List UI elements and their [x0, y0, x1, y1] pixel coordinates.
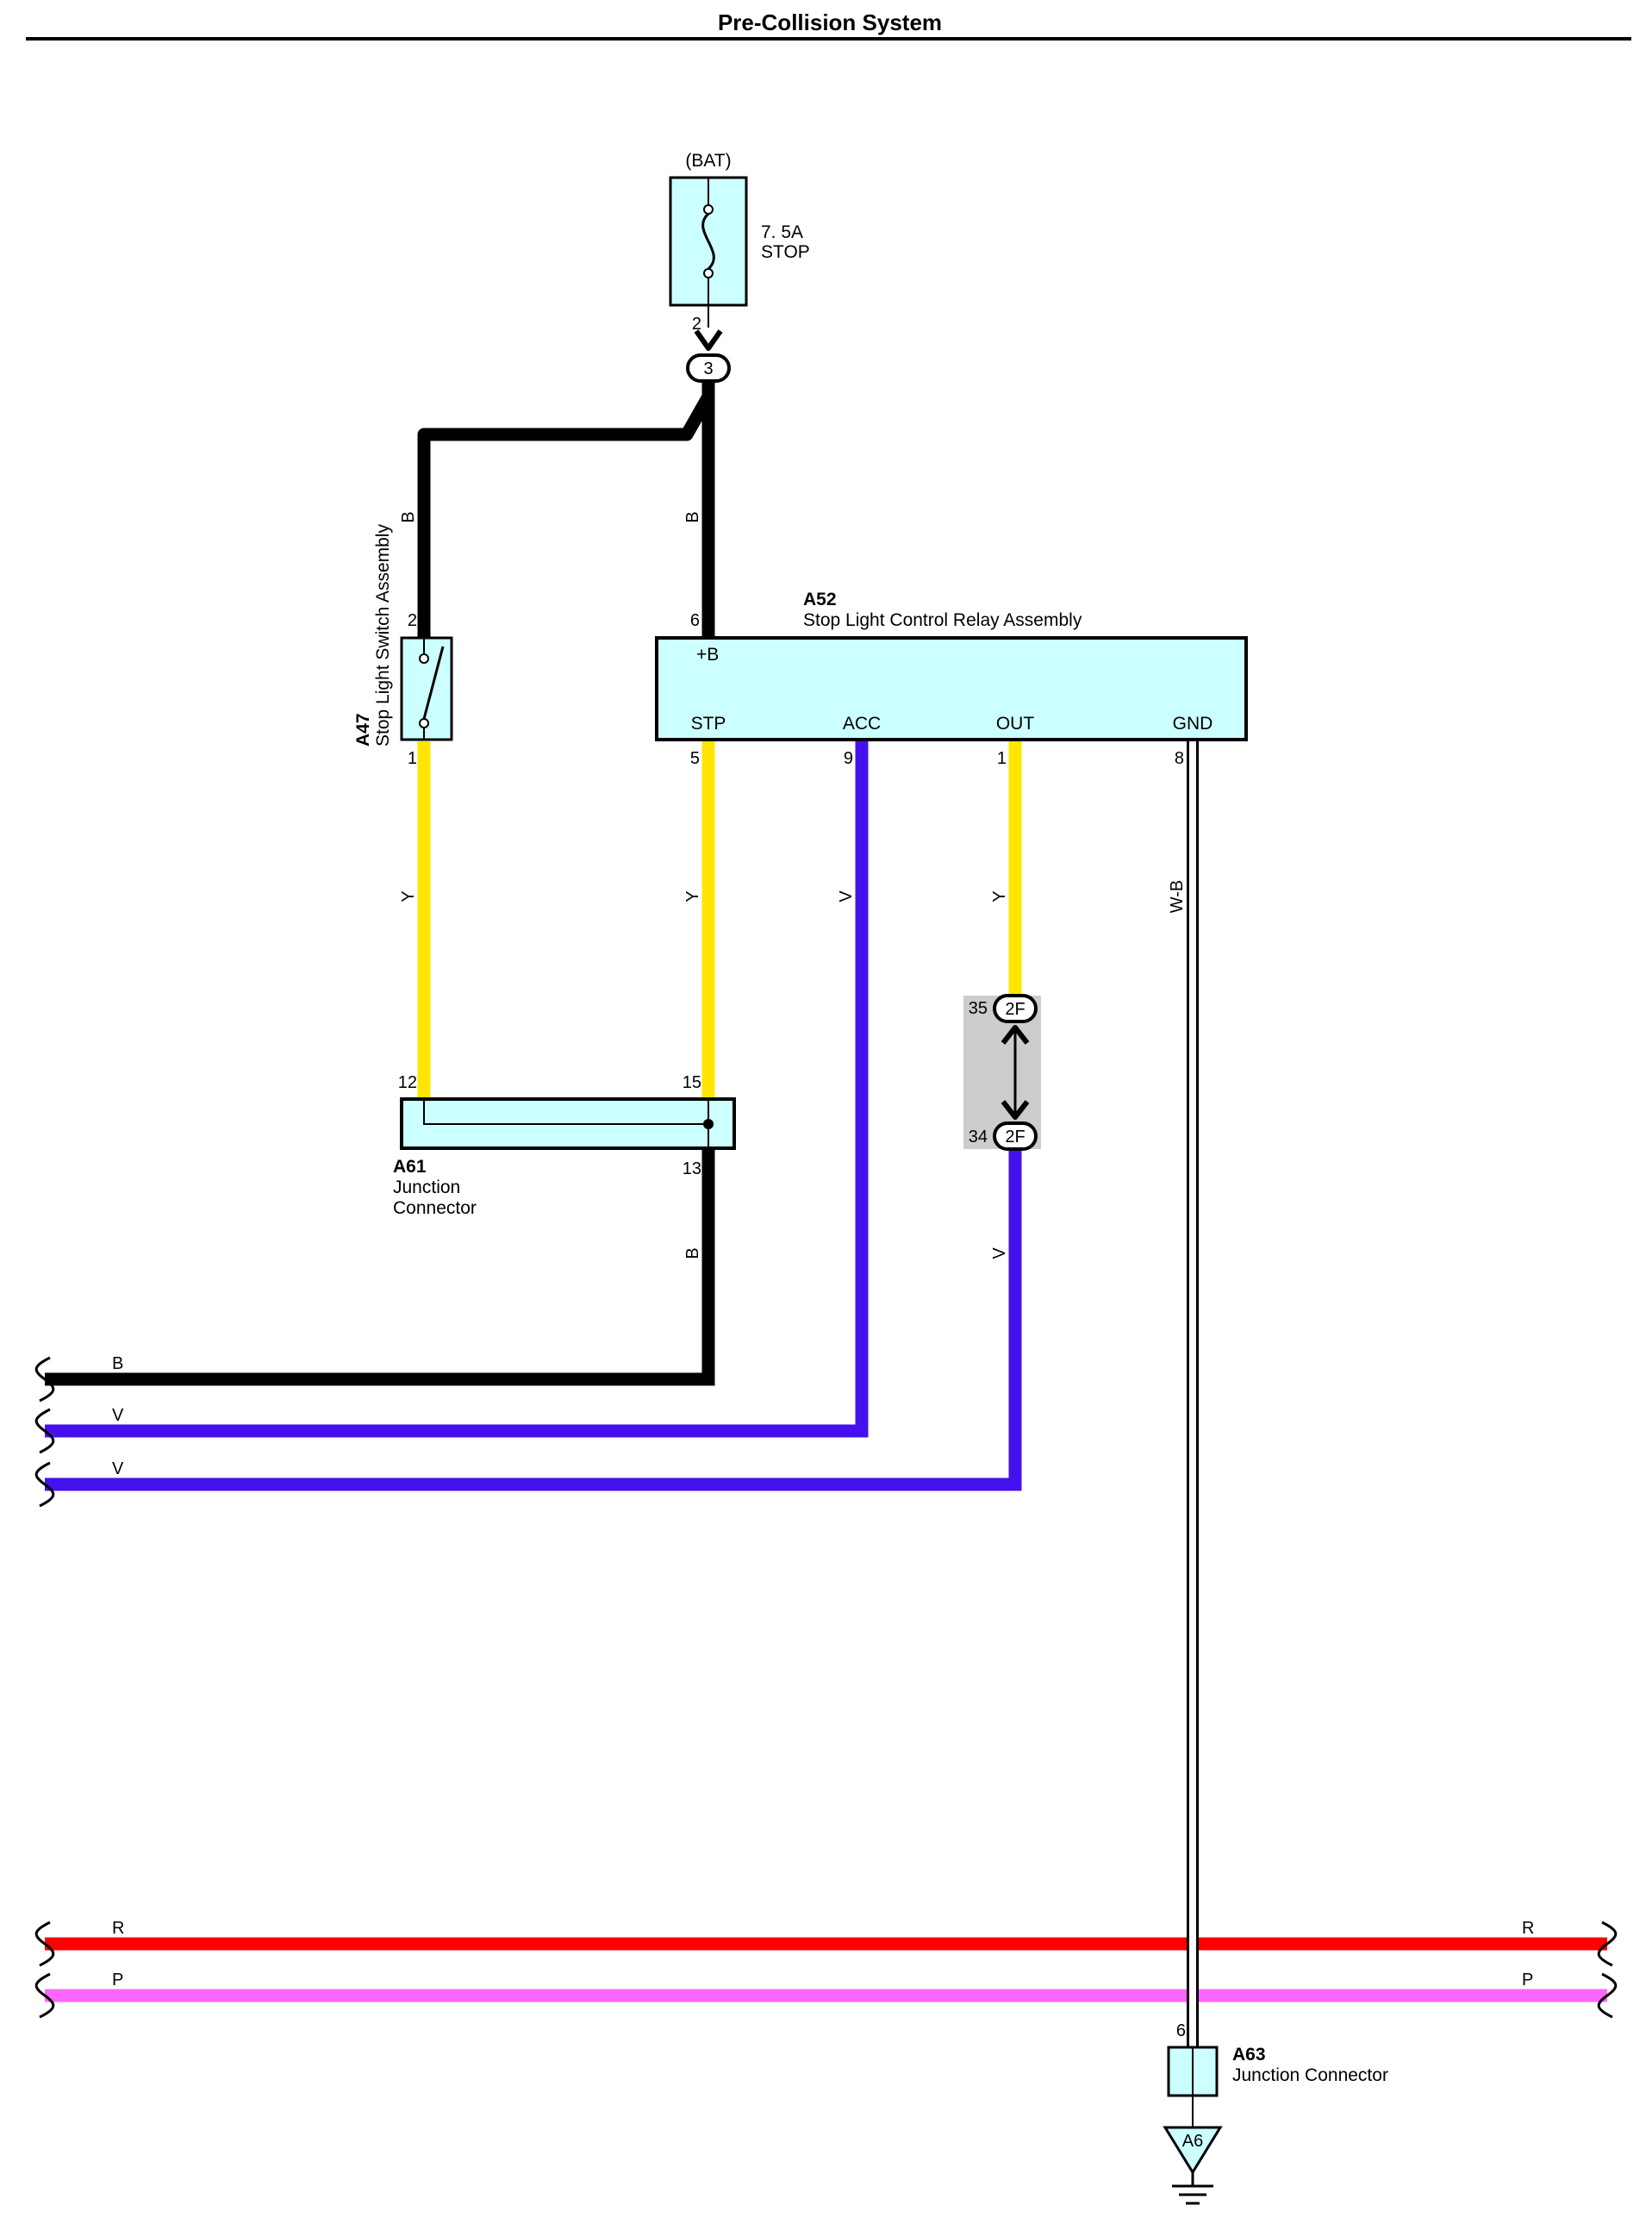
junction-3-connector: [686, 353, 731, 383]
junction-3-label: 3: [703, 359, 713, 378]
a61-name-line1: Junction: [393, 1178, 460, 1197]
wire-code-bus-r-right: R: [1522, 1919, 1534, 1938]
inline-2f-top-label: 2F: [1005, 1000, 1025, 1019]
chevron-down-icon: [1001, 1100, 1030, 1120]
switch-icon: [419, 638, 445, 740]
inline-2f-bottom-label: 2F: [1005, 1128, 1025, 1146]
wire-code-bus-v1: V: [112, 1406, 124, 1425]
a52-pin-stp: 5: [690, 749, 700, 768]
a61-internal-bus: [423, 1099, 709, 1125]
wire-break-marks-left: [34, 1356, 55, 2019]
a63-code: A63: [1232, 2045, 1266, 2065]
wire-code-bus-p-left: P: [112, 1971, 123, 1990]
a52-relay-box: [655, 636, 1248, 741]
a63-name: Junction Connector: [1232, 2065, 1388, 2085]
page-title: Pre-Collision System: [718, 9, 942, 35]
a61-pin-left: 12: [398, 1073, 417, 1092]
fuse-rating-label: 7. 5A: [761, 222, 803, 242]
wire-code-stp: Y: [683, 890, 702, 902]
wire-b-to-a47: [417, 393, 714, 638]
wire-code-a52-top: B: [683, 511, 702, 522]
wire-code-bus-b: B: [112, 1354, 123, 1373]
a52-pin-gnd: 8: [1175, 749, 1184, 768]
a52-pin-b: 6: [690, 611, 700, 630]
a61-code: A61: [393, 1157, 427, 1177]
a52-pin-out: 1: [997, 749, 1007, 768]
ground-triangle-icon: [1163, 2126, 1223, 2175]
fuse-arrow-icon: [694, 329, 723, 351]
wire-code-out: Y: [990, 890, 1009, 902]
fuse-name-label: STOP: [761, 242, 810, 262]
a61-splice-dot: [703, 1119, 714, 1129]
a61-name-line2: Connector: [393, 1198, 477, 1218]
a52-terminal-b: +B: [696, 645, 719, 665]
inline-2f-pin-top: 35: [969, 999, 988, 1018]
inline-2f-top-connector: [993, 994, 1038, 1023]
wire-v-inline: [45, 1146, 1022, 1491]
wire-code-bus-v2: V: [112, 1459, 124, 1478]
inline-2f-pin-bottom: 34: [969, 1128, 988, 1146]
inline-2f-bottom-connector: [993, 1121, 1038, 1151]
a61-pin-bottom: 13: [683, 1159, 701, 1178]
a47-name: Stop Light Switch Assembly: [373, 524, 393, 747]
fuse-source-label: (BAT): [685, 151, 731, 171]
a47-pin-bottom: 1: [408, 749, 417, 768]
a52-name: Stop Light Control Relay Assembly: [803, 610, 1082, 630]
wire-code-a61-out: B: [683, 1247, 702, 1259]
fuse-pin-label: 2: [692, 315, 701, 334]
a52-terminal-acc: ACC: [843, 714, 881, 734]
a61-pin-right: 15: [683, 1073, 701, 1092]
wire-code-a47-out: Y: [399, 890, 418, 902]
wire-break-marks-right: [1597, 1921, 1618, 2019]
ground-label: A6: [1182, 2132, 1203, 2151]
fuse-icon: [701, 178, 715, 305]
a52-terminal-out: OUT: [996, 714, 1035, 734]
a47-code: A47: [353, 713, 373, 747]
wire-code-bus-r-left: R: [112, 1919, 124, 1938]
a52-code: A52: [803, 590, 837, 609]
a52-terminal-gnd: GND: [1173, 714, 1213, 734]
a52-pin-acc: 9: [844, 749, 853, 768]
wire-code-acc: V: [837, 890, 856, 903]
wire-code-gnd: W-B: [1168, 880, 1187, 914]
chevron-up-icon: [1001, 1025, 1030, 1045]
wire-code-bus-p-right: P: [1522, 1971, 1533, 1990]
wire-b-a61-out: [45, 1148, 715, 1386]
wire-code-inline-out: V: [990, 1247, 1009, 1259]
a63-pin: 6: [1176, 2021, 1186, 2040]
wire-code-a47-top: B: [399, 511, 418, 522]
wire-v-acc: [45, 741, 869, 1438]
a52-terminal-stp: STP: [691, 714, 726, 734]
a47-pin-top: 2: [408, 611, 417, 630]
ground-icon: [1172, 2172, 1213, 2205]
